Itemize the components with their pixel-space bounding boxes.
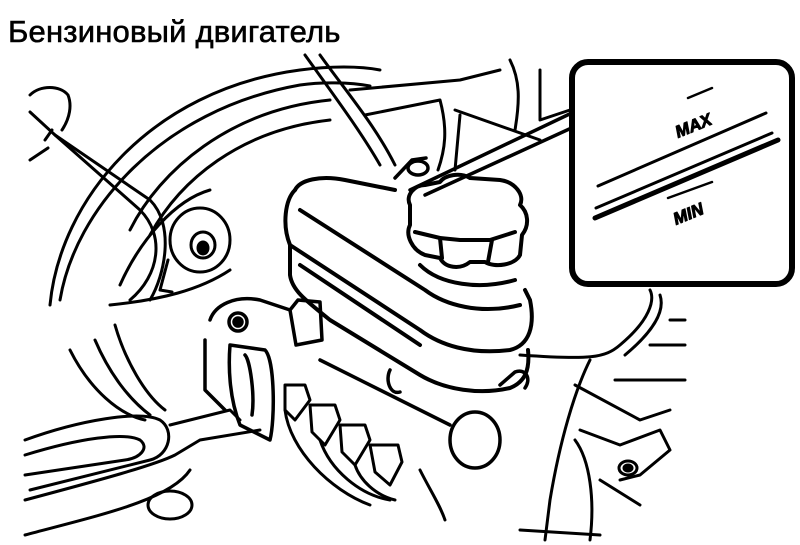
reservoir-cap[interactable] — [406, 172, 529, 287]
level-callout-box: MAX MIN — [569, 59, 795, 287]
brake-line-fittings — [283, 383, 447, 522]
upper-brackets — [303, 53, 572, 172]
master-cylinder — [203, 297, 530, 470]
vacuum-hose — [28, 86, 167, 302]
figure-title: Бензиновый двигатель — [8, 14, 341, 50]
brake-booster — [48, 65, 382, 307]
right-pipe-bracket — [518, 288, 687, 542]
callout-leader — [393, 108, 580, 197]
check-valve — [158, 206, 232, 294]
fluid-reservoir[interactable] — [283, 176, 534, 394]
lower-bracket — [23, 323, 262, 537]
